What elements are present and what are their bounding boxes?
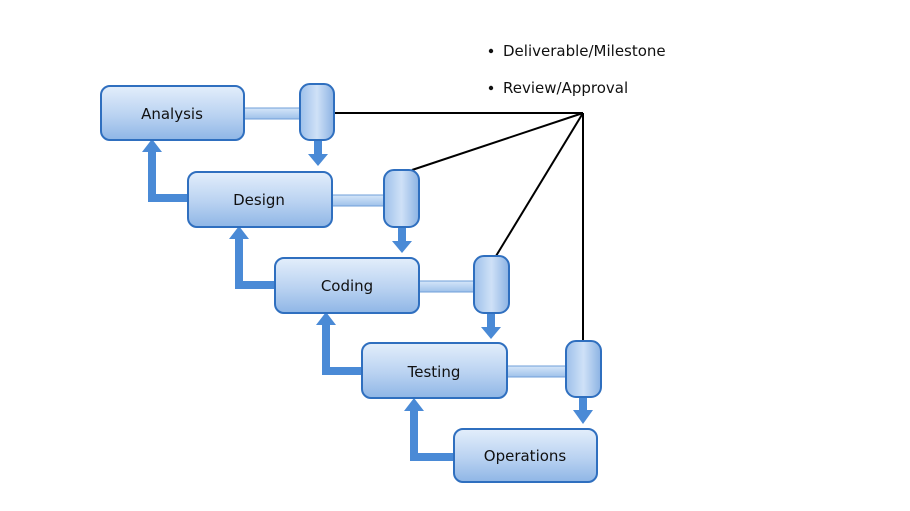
feedback-arrow-icon (404, 398, 455, 461)
phase-label: Analysis (141, 105, 203, 123)
review-line (495, 112, 584, 257)
down-arrows (308, 140, 593, 424)
legend-item-deliverable: Deliverable/Milestone (503, 42, 666, 60)
connector-bar (331, 194, 385, 207)
phase-coding: Coding (274, 257, 420, 314)
phase-boxes: Analysis Design Coding Testing Operation… (100, 85, 598, 483)
connector-bar (506, 365, 567, 378)
legend-bullet-icon (488, 48, 494, 54)
connector-bar (243, 107, 301, 120)
phase-label: Testing (407, 363, 461, 381)
feedback-arrows (142, 139, 455, 461)
phase-operations: Operations (453, 428, 598, 483)
connector-bar (418, 280, 475, 293)
milestone-pill (383, 169, 420, 228)
phase-label: Operations (484, 447, 567, 465)
down-arrow-icon (481, 313, 501, 339)
phase-analysis: Analysis (100, 85, 245, 141)
feedback-arrow-icon (316, 312, 362, 375)
legend: Deliverable/Milestone Review/Approval (488, 42, 666, 97)
legend-item-review: Review/Approval (503, 79, 628, 97)
down-arrow-icon (392, 227, 412, 253)
review-lines (334, 112, 584, 341)
down-arrow-icon (308, 140, 328, 166)
legend-bullet-icon (488, 85, 494, 91)
milestone-pill (299, 83, 335, 141)
milestone-pill (473, 255, 510, 314)
phase-testing: Testing (361, 342, 508, 399)
feedback-arrow-icon (229, 226, 275, 289)
phase-label: Coding (321, 277, 373, 295)
feedback-arrow-icon (142, 139, 190, 202)
review-line (411, 112, 584, 171)
down-arrow-icon (573, 396, 593, 424)
milestone-pill (565, 340, 602, 398)
phase-label: Design (233, 191, 285, 209)
phase-design: Design (187, 171, 333, 228)
milestone-pills (299, 83, 602, 398)
